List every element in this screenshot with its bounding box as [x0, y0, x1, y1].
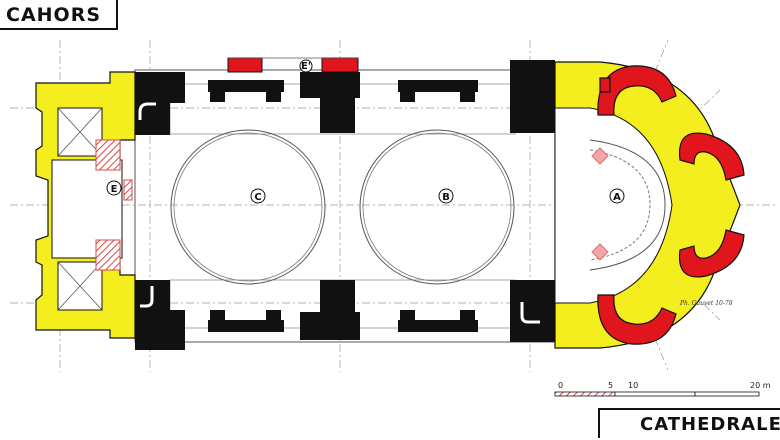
nave-walls: [135, 60, 555, 350]
west-narthex: [35, 71, 136, 339]
plan-subtitle: CATHEDRALE: [598, 408, 780, 438]
scale-label-20: 20 m: [750, 381, 771, 390]
scale-label-0: 0: [558, 381, 563, 390]
draftsman-signature: Ph. Gauvet 10-78: [679, 300, 733, 307]
dome-b: [359, 129, 515, 285]
zone-label-c: C: [250, 188, 266, 204]
dome-c: [170, 129, 326, 285]
altar-markers: [591, 147, 609, 261]
zone-label-a: A: [609, 188, 625, 204]
scale-bar: 0 5 10 20 m: [554, 381, 771, 397]
stair-hooks: [138, 102, 540, 324]
svg-text:C: C: [254, 192, 261, 203]
svg-text:E': E': [301, 61, 311, 72]
svg-text:B: B: [442, 192, 450, 203]
scale-label-10: 10: [628, 381, 638, 390]
zone-label-b: B: [438, 188, 454, 204]
scale-label-5: 5: [608, 381, 613, 390]
radiating-chapels: [597, 65, 745, 345]
svg-text:E: E: [111, 184, 118, 195]
zone-label-e: E: [106, 180, 122, 196]
svg-text:A: A: [613, 192, 621, 203]
north-chapels: [227, 57, 359, 73]
zone-label-e1: E': [299, 59, 313, 73]
plan-title: CAHORS: [0, 0, 118, 30]
